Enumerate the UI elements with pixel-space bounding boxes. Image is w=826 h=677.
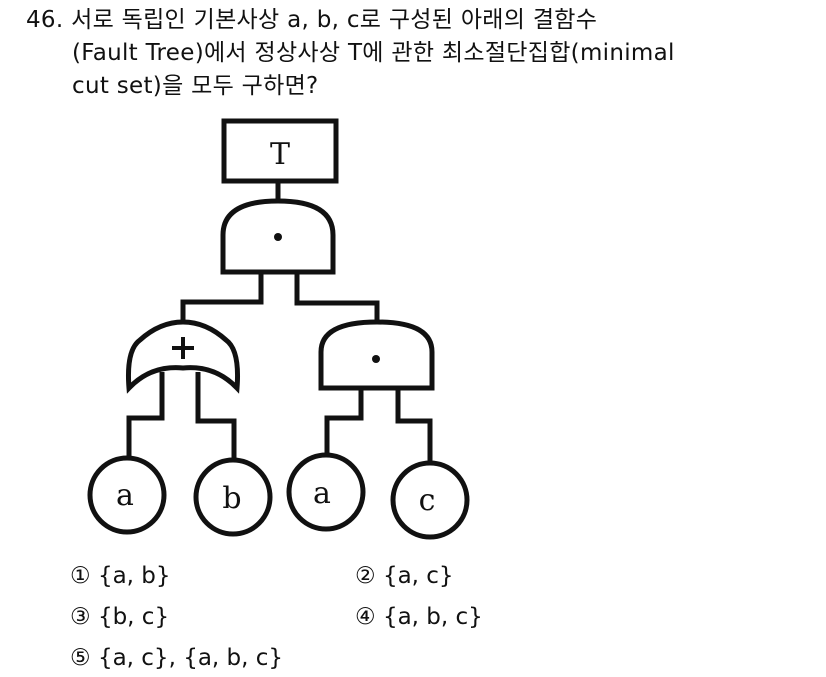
question-number: 46. (26, 7, 64, 33)
fault-tree-diagram: T a b a c (87, 118, 470, 540)
basic-event-a2 (286, 452, 366, 532)
choice-2[interactable]: ② {a, c} (355, 563, 454, 589)
right-and-gate (318, 319, 435, 391)
top-event-label: T (270, 137, 290, 172)
choice-3[interactable]: ③ {b, c} (70, 604, 170, 630)
question-line-3: cut set)을 모두 구하면? (72, 73, 319, 99)
event-a2-label: a (313, 476, 331, 511)
right-and-dot-icon (372, 355, 380, 363)
question-text: 46. 서로 독립인 기본사상 a, b, c로 구성된 아래의 결함수 (Fa… (26, 4, 675, 103)
event-c-label: c (419, 483, 436, 518)
question-line-1: 46. 서로 독립인 기본사상 a, b, c로 구성된 아래의 결함수 (26, 7, 598, 33)
choice-5[interactable]: ⑤ {a, c}, {a, b, c} (70, 645, 284, 671)
basic-event-c (390, 460, 470, 540)
event-b-label: b (222, 481, 241, 516)
basic-event-a1 (87, 455, 167, 535)
choice-4[interactable]: ④ {a, b, c} (355, 604, 483, 630)
basic-event-b (193, 457, 273, 537)
top-and-dot-icon (274, 233, 282, 241)
event-a1-label: a (116, 478, 134, 513)
question-line-2: (Fault Tree)에서 정상사상 T에 관한 최소절단집합(minimal (72, 40, 675, 66)
choice-1[interactable]: ① {a, b} (70, 563, 171, 589)
